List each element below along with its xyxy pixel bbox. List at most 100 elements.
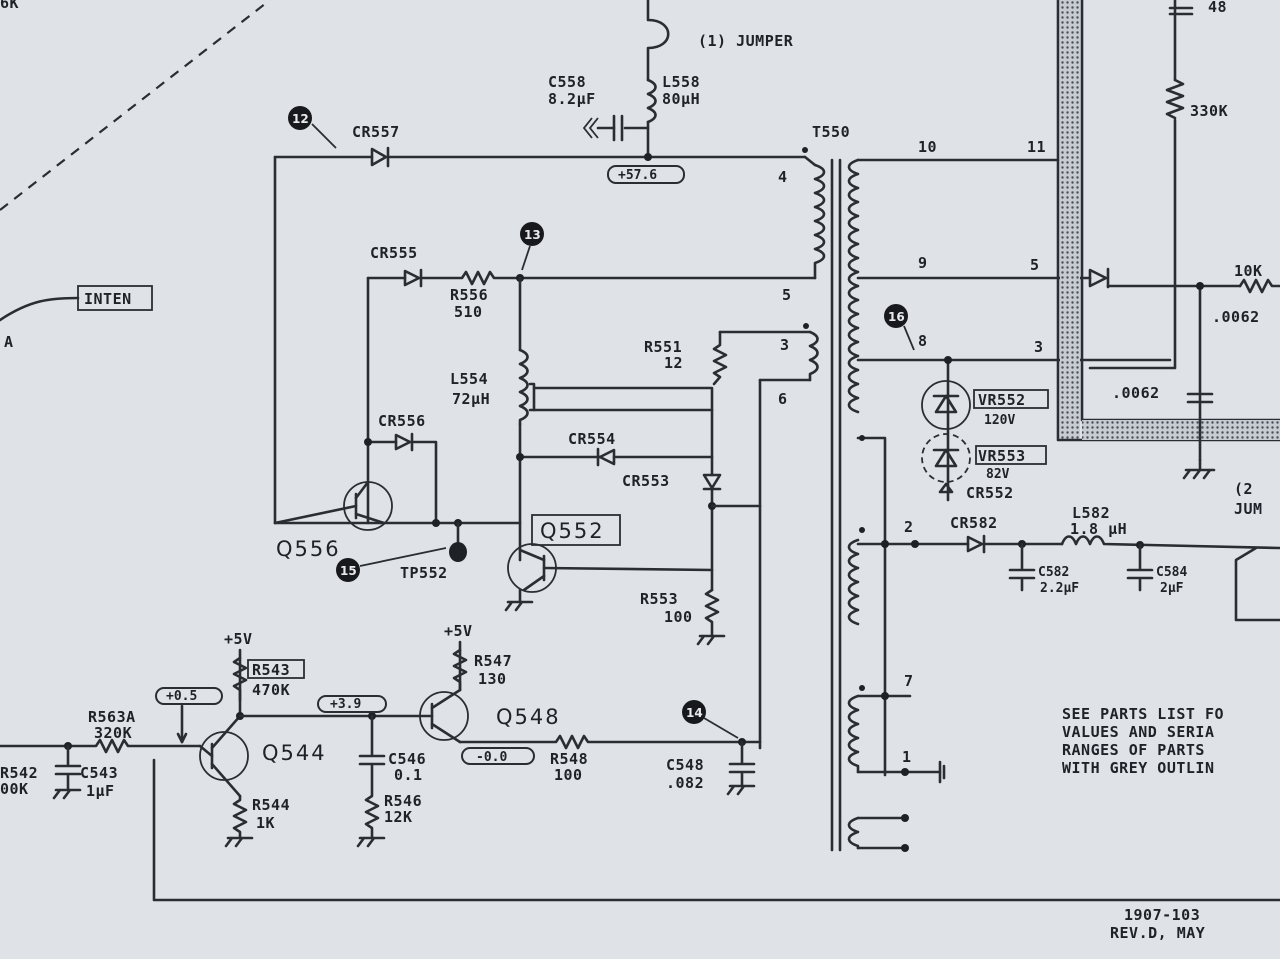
marker-15: 15 xyxy=(336,558,360,582)
r551-value: 12 xyxy=(664,354,683,372)
r543-box xyxy=(247,659,305,679)
cap-0062-left: .0062 xyxy=(1112,384,1160,402)
r563a-label: R563A xyxy=(88,708,136,726)
r556-value: 510 xyxy=(454,303,483,321)
q552-label: Q552 xyxy=(540,519,605,543)
pin-10: 10 xyxy=(918,138,937,156)
pin-8: 8 xyxy=(918,332,928,350)
r-10k-resistor xyxy=(1238,278,1280,294)
pin-3-primary: 3 xyxy=(780,336,790,354)
vr552-box xyxy=(973,389,1049,409)
q556-transistor xyxy=(273,480,522,562)
cr554-cr553 xyxy=(516,408,762,592)
r547-value: 130 xyxy=(478,670,507,688)
note-line-1: SEE PARTS LIST FO xyxy=(1062,705,1224,723)
voltage-3-9: +3.9 xyxy=(330,697,361,712)
marker-16: 16 xyxy=(884,304,908,328)
inten-label: INTEN xyxy=(84,290,132,308)
c558-value: 8.2µF xyxy=(548,90,596,108)
voltage-3-9-oval xyxy=(317,695,387,713)
jumper-l558-c558-group xyxy=(582,0,670,159)
vr553-value: 82V xyxy=(986,467,1010,482)
note-line-2: VALUES AND SERIA xyxy=(1062,723,1215,741)
marker-15-pointer xyxy=(359,547,447,567)
cap-48-symbol xyxy=(1168,6,1194,16)
inten-wire xyxy=(0,296,80,322)
marker-14-pointer xyxy=(703,717,739,739)
right-edge-jum: JUM xyxy=(1234,500,1263,518)
r551-resistor xyxy=(712,330,728,386)
pin-2: 2 xyxy=(904,518,914,536)
cr552-label: CR552 xyxy=(966,484,1014,502)
ground-right xyxy=(1182,458,1216,480)
voltage-57-6-oval xyxy=(607,165,685,184)
l554-label: L554 xyxy=(450,370,488,388)
r544-label: R544 xyxy=(252,796,290,814)
r542-label: R542 xyxy=(0,764,38,782)
c546-value: 0.1 xyxy=(394,766,423,784)
r543-value: 470K xyxy=(252,681,290,699)
c546-label: C546 xyxy=(388,750,426,768)
cap-48-label: 48 xyxy=(1208,0,1227,16)
q552-transistor xyxy=(504,543,714,612)
right-edge-2: (2 xyxy=(1234,480,1253,498)
cr556 xyxy=(364,432,438,525)
voltage-0-5: +0.5 xyxy=(166,689,197,704)
pin-6: 6 xyxy=(778,390,788,408)
r563a-value: 320K xyxy=(94,724,132,742)
note-line-3: RANGES OF PARTS xyxy=(1062,741,1205,759)
r556-label: R556 xyxy=(450,286,488,304)
voltage-0-5-oval xyxy=(155,687,223,705)
marker-12: 12 xyxy=(288,106,312,130)
note-line-4: WITH GREY OUTLIN xyxy=(1062,759,1215,777)
svg-text:12: 12 xyxy=(292,112,309,126)
c584-label: C584 xyxy=(1156,565,1187,580)
tp552-label: TP552 xyxy=(400,564,448,582)
r-330k-resistor xyxy=(1165,78,1185,120)
vr552-label: VR552 xyxy=(978,391,1026,409)
c543-value: 1µF xyxy=(86,782,115,800)
voltage-0-0: -0.0 xyxy=(476,750,507,765)
c558-label: C558 xyxy=(548,73,586,91)
pin-9: 9 xyxy=(918,254,928,272)
c548-value: .082 xyxy=(666,774,704,792)
r553-label: R553 xyxy=(640,590,678,608)
vr552-value: 120V xyxy=(984,413,1015,428)
cr582-label: CR582 xyxy=(950,514,998,532)
q544-q548-stage xyxy=(0,640,1280,902)
inten-box xyxy=(77,285,153,311)
r548-label: R548 xyxy=(550,750,588,768)
r-10k-label: 10K xyxy=(1234,262,1263,280)
jumper-label: (1) JUMPER xyxy=(698,32,794,50)
r547-label: R547 xyxy=(474,652,512,670)
pin-1: 1 xyxy=(902,748,912,766)
cr552-diode xyxy=(938,482,954,494)
q548-label: Q548 xyxy=(496,705,561,729)
cr554-label: CR554 xyxy=(568,430,616,448)
t550-secondary xyxy=(847,158,1242,777)
pin-7: 7 xyxy=(904,672,914,690)
vplus5-q544: +5V xyxy=(224,630,253,648)
r544-value: 1K xyxy=(256,814,275,832)
marker-13: 13 xyxy=(520,222,544,246)
tp552-test-point xyxy=(449,542,467,562)
left-edge-a: A xyxy=(4,333,14,351)
pin-4: 4 xyxy=(778,168,788,186)
doc-number: 1907-103 xyxy=(1124,906,1200,924)
r542-value: 00K xyxy=(0,780,29,798)
marker-14: 14 xyxy=(682,700,706,724)
r548-value: 100 xyxy=(554,766,583,784)
pin-5-secondary: 5 xyxy=(1030,256,1040,274)
pin-11: 11 xyxy=(1027,138,1046,156)
q556-label: Q556 xyxy=(276,537,341,561)
l554-value: 72µH xyxy=(452,390,490,408)
r553-resistor xyxy=(696,588,726,646)
svg-text:16: 16 xyxy=(888,310,905,324)
voltage-57-6: +57.6 xyxy=(618,168,657,183)
grey-outline-band-vertical xyxy=(1060,0,1080,440)
l582-label: L582 xyxy=(1072,504,1110,522)
r546-value: 12K xyxy=(384,808,413,826)
vr553-zener xyxy=(921,433,971,483)
c543-label: C543 xyxy=(80,764,118,782)
r553-value: 100 xyxy=(664,608,693,626)
